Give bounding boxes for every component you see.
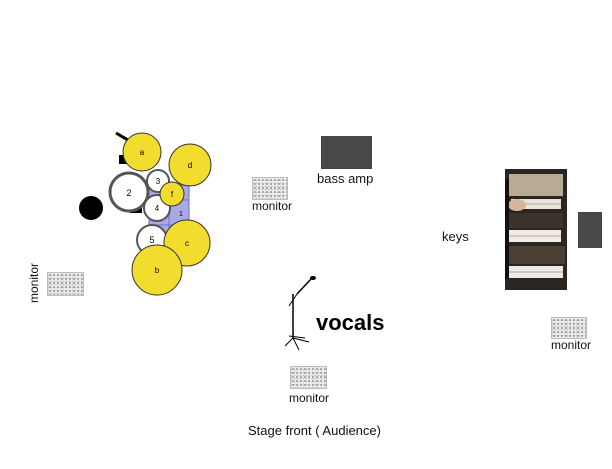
svg-text:c: c [185, 239, 189, 248]
svg-text:a: a [140, 148, 145, 157]
mic-stand [284, 276, 316, 351]
tom-1: 1 [179, 211, 183, 218]
monitor-center [252, 177, 288, 200]
monitor-drums-label: monitor [27, 262, 42, 304]
monitor-vocals-label: monitor [289, 391, 330, 405]
kick-pedal [79, 196, 103, 220]
monitor-center-label: monitor [252, 199, 293, 213]
bass-amp [321, 136, 372, 169]
keys-amp [578, 212, 602, 248]
monitor-drums [47, 272, 84, 296]
monitor-keys [551, 317, 587, 339]
monitor-vocals [290, 366, 327, 389]
svg-text:4: 4 [155, 204, 160, 213]
keys-label: keys [442, 229, 469, 244]
svg-text:d: d [188, 161, 192, 170]
monitor-keys-label: monitor [551, 338, 592, 352]
cymbal-a: a [122, 132, 162, 172]
bass-amp-label: bass amp [317, 171, 374, 186]
cymbal-d: d [168, 143, 212, 187]
svg-text:5: 5 [149, 235, 154, 245]
svg-text:b: b [155, 266, 160, 275]
stage-front-label: Stage front ( Audience) [248, 423, 381, 438]
keyboard-rig-image [505, 169, 567, 290]
svg-text:2: 2 [126, 188, 131, 198]
svg-text:1: 1 [179, 211, 183, 218]
tom-2: 2 [108, 171, 150, 213]
cymbal-b: b [131, 244, 183, 296]
vocals-label: vocals [316, 310, 385, 335]
svg-text:3: 3 [156, 177, 161, 186]
cymbal-f: f [159, 181, 185, 207]
svg-text:f: f [171, 190, 174, 199]
